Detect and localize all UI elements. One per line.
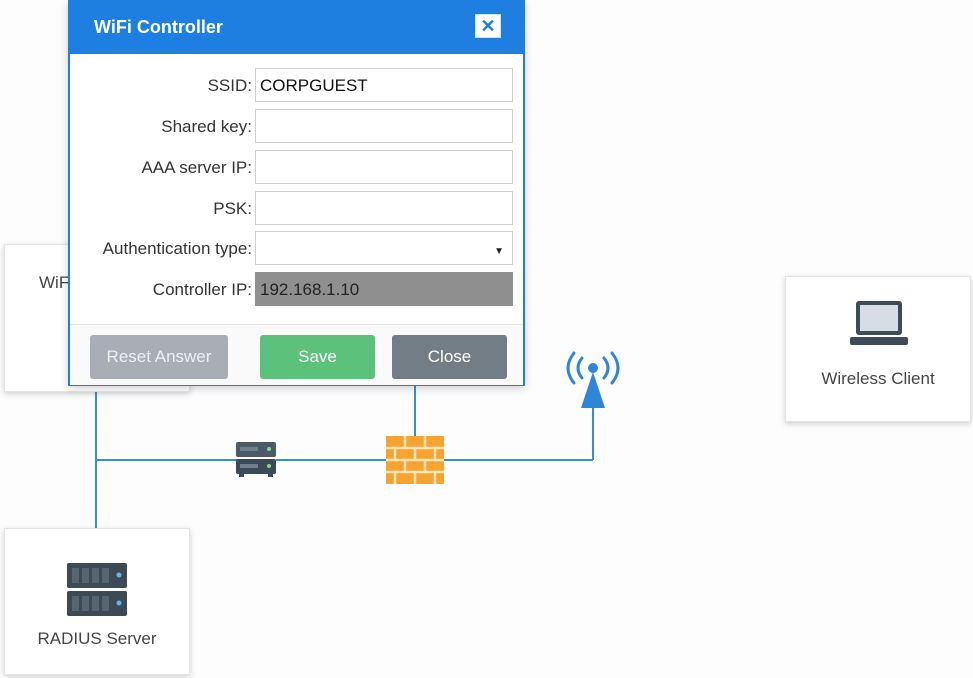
ssid-label: SSID: [207,76,252,95]
shared-key-label: Shared key: [161,117,252,136]
shared-key-input[interactable] [255,109,513,143]
psk-row: PSK: [70,191,527,225]
controller-ip-label: Controller IP: [152,280,252,299]
psk-input[interactable] [255,191,513,225]
wifi-node-label: WiF [39,273,70,292]
psk-label: PSK: [213,199,252,218]
aaa-server-ip-label: AAA server IP: [141,158,252,177]
ssid-input[interactable]: CORPGUEST [255,68,513,102]
dialog-footer: Reset Answer Save Close [70,324,523,385]
ssid-row: SSID: CORPGUEST [70,68,527,102]
save-button[interactable]: Save [260,335,375,379]
close-icon[interactable]: ✕ [475,14,501,38]
dialog-title: WiFi Controller [94,17,223,37]
aaa-server-ip-input[interactable] [255,150,513,184]
close-button[interactable]: Close [392,335,507,379]
radius-server-node[interactable]: RADIUS Server [4,528,190,675]
wireless-client-node[interactable]: Wireless Client [785,276,971,422]
chevron-down-icon: ▼ [494,246,504,257]
wifi-controller-dialog: WiFi Controller ✕ SSID: CORPGUEST Shared… [68,0,525,386]
dialog-header: WiFi Controller ✕ [70,2,523,54]
auth-type-row: Authentication type: ▼ [70,231,527,265]
aaa-server-ip-row: AAA server IP: [70,150,527,184]
laptop-icon [850,301,908,345]
shared-key-row: Shared key: [70,109,527,143]
auth-type-select[interactable]: ▼ [255,231,513,265]
radius-server-label: RADIUS Server [37,629,157,648]
controller-ip-input: 192.168.1.10 [255,272,513,306]
access-point-icon[interactable] [560,348,626,410]
switch-icon[interactable] [235,440,277,478]
wireless-client-label: Wireless Client [821,369,935,388]
reset-answer-button[interactable]: Reset Answer [90,335,228,379]
auth-type-label: Authentication type: [102,239,252,258]
server-icon [67,563,127,616]
controller-ip-row: Controller IP: 192.168.1.10 [70,272,527,306]
firewall-icon[interactable] [386,436,444,484]
